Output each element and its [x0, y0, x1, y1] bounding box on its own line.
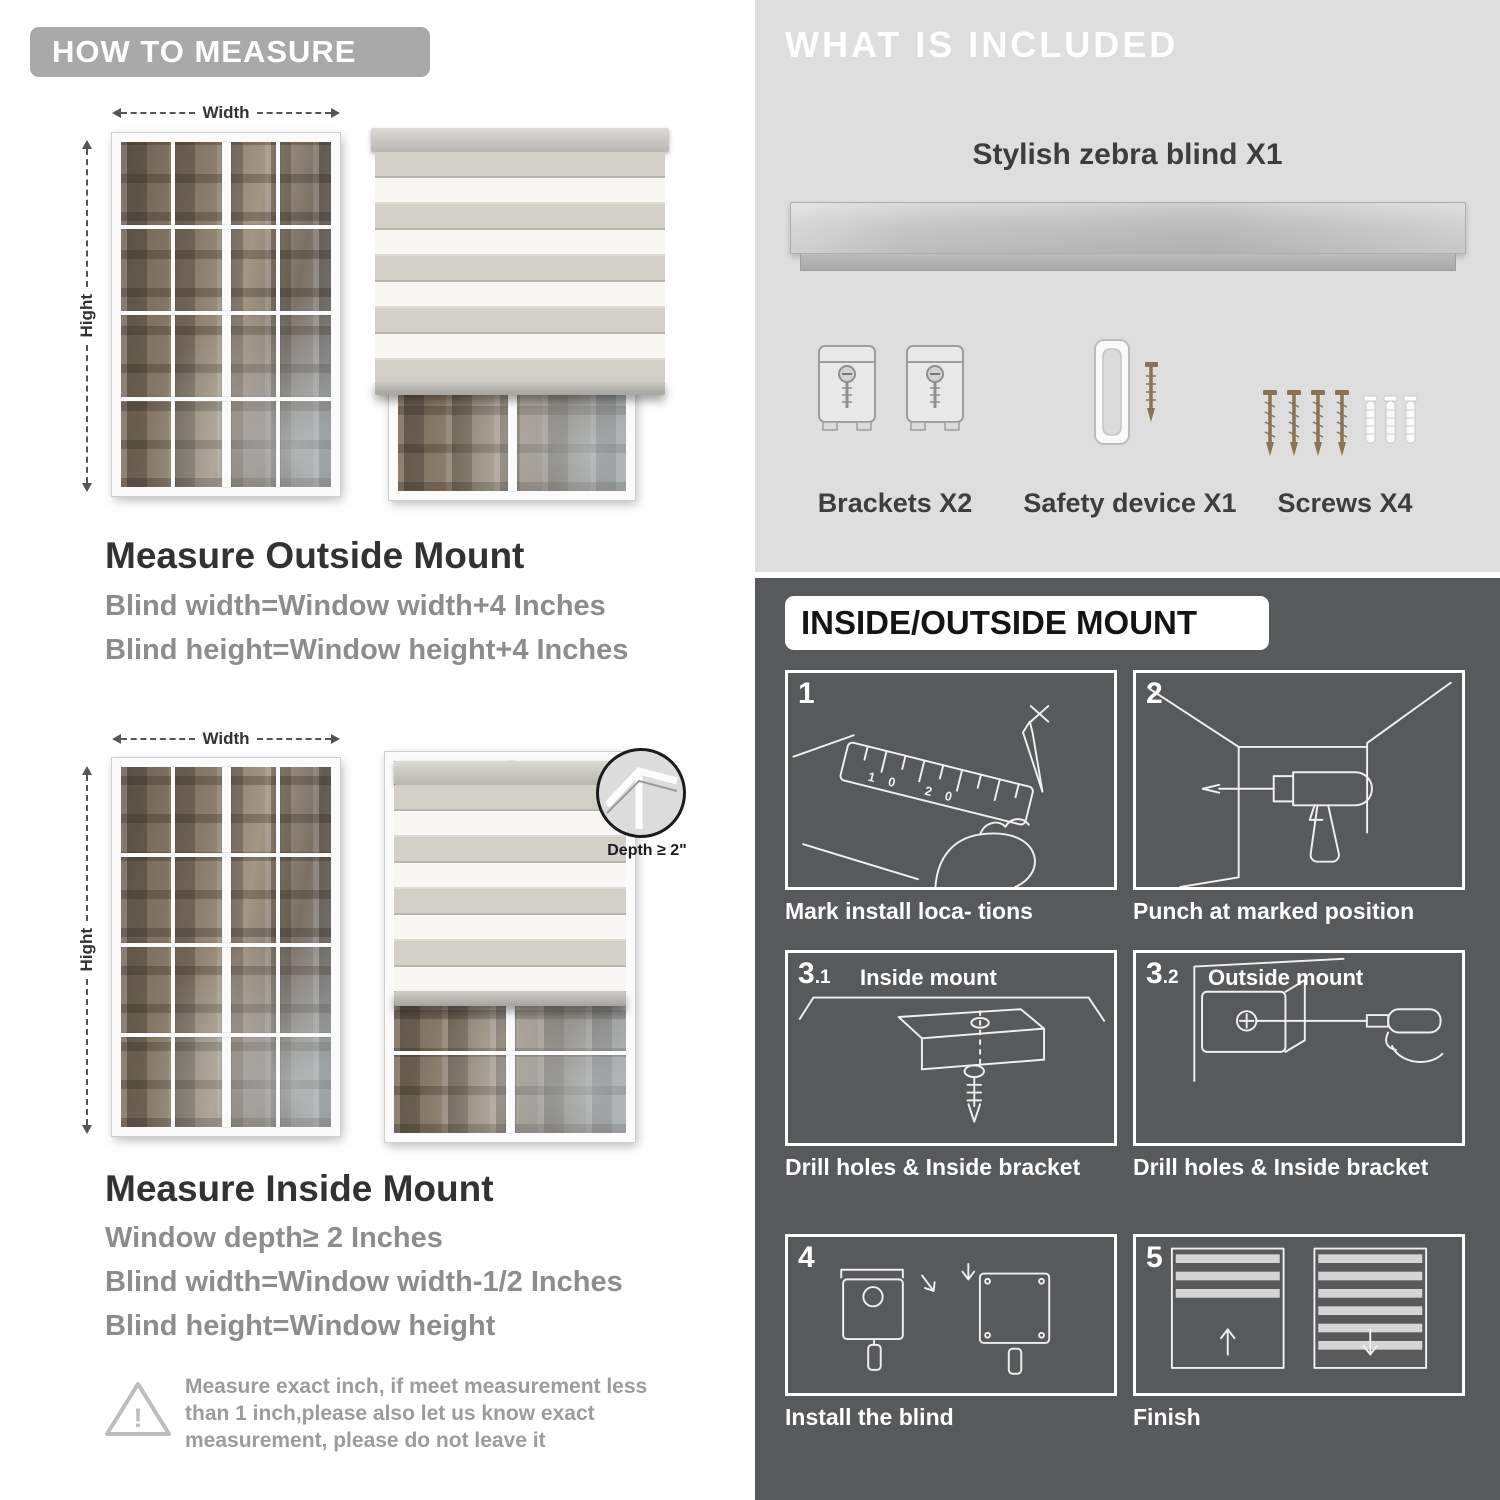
height-label: Hight: [77, 921, 97, 979]
width-arrow-inside: Width: [112, 729, 340, 749]
outside-rule-2: Blind height=Window height+4 Inches: [105, 634, 629, 666]
step-3-1: 3.1 Inside mount Drill holes & Inside br…: [785, 950, 1117, 1181]
inside-bracket-art: [798, 996, 1106, 1123]
brackets-icon: [818, 345, 964, 431]
included-title: WHAT IS INCLUDED: [785, 24, 1179, 65]
blind-bottomrail: [375, 380, 665, 395]
outside-bracket-art: [1193, 957, 1444, 1082]
outside-rule-1: Blind width=Window width+4 Inches: [105, 590, 606, 622]
height-arrow-outside: Hight: [77, 140, 97, 492]
step-3-1-label: Inside mount: [860, 965, 997, 990]
measure-note: Measure exact inch, if meet measurement …: [185, 1375, 648, 1452]
blind-illustration-inside: [384, 751, 636, 1143]
blind-headrail: [371, 128, 669, 152]
step-1-caption: Mark install loca- tions: [785, 898, 1033, 924]
mount-panel: INSIDE/OUTSIDE MOUNT 1 10 20: [755, 578, 1500, 1500]
zebra-blind-outside: [371, 128, 669, 395]
arrow-right-icon: [331, 108, 340, 118]
step-3-2: 3.2 Outside mount Drill holes & Inside b…: [1133, 950, 1465, 1181]
warning-icon: !: [105, 1382, 171, 1436]
height-arrow-inside: Hight: [77, 766, 97, 1134]
inside-mount-heading: Measure Inside Mount: [105, 1168, 494, 1209]
safety-device-icon: [1094, 339, 1158, 445]
arrow-up-icon: [82, 766, 92, 775]
step-3-1-caption: Drill holes & Inside bracket: [785, 1154, 1081, 1180]
step-3-1-panel: 3.1 Inside mount: [785, 950, 1117, 1146]
arrow-down-icon: [82, 483, 92, 492]
window-illustration-outside: [111, 132, 341, 497]
step-2-caption: Punch at marked position: [1133, 898, 1415, 924]
outside-mount-heading: Measure Outside Mount: [105, 535, 525, 576]
width-label: Width: [195, 103, 257, 123]
exclamation-mark: !: [134, 1403, 143, 1433]
step-3-2-panel: 3.2 Outside mount: [1133, 950, 1465, 1146]
inside-rule-2: Blind width=Window width-1/2 Inches: [105, 1266, 623, 1298]
inside-rule-1: Window depth≥ 2 Inches: [105, 1222, 443, 1254]
arrow-left-icon: [112, 108, 121, 118]
width-label: Width: [195, 729, 257, 749]
brackets-label: Brackets X2: [817, 488, 973, 518]
blind-slats: [375, 152, 665, 380]
mount-title: INSIDE/OUTSIDE MOUNT: [785, 596, 1269, 650]
step-5-panel: 5: [1133, 1234, 1465, 1396]
how-to-measure-title: HOW TO MEASURE: [30, 27, 430, 77]
zebra-blind-inside: [394, 761, 626, 1006]
depth-callout-circle: [596, 748, 686, 838]
screw-icon: [1263, 390, 1349, 456]
blind-illustration-outside: [371, 128, 669, 501]
screws-icon: [1263, 390, 1418, 456]
window-illustration-inside: [111, 757, 341, 1137]
anchor-icon: [1363, 395, 1418, 444]
step-3-2-label: Outside mount: [1208, 965, 1364, 990]
product-label: Stylish zebra blind X1: [972, 138, 1283, 171]
arrow-down-icon: [82, 1125, 92, 1134]
depth-label: Depth ≥ 2": [607, 842, 687, 859]
install-blind-art: [840, 1263, 1051, 1375]
step-3-2-caption: Drill holes & Inside bracket: [1133, 1154, 1429, 1180]
mount-title-label: INSIDE/OUTSIDE MOUNT: [801, 604, 1198, 641]
height-label: Hight: [77, 287, 97, 345]
step-2: 2 Punch at marked position: [1133, 670, 1465, 925]
drill-art: [1148, 681, 1452, 887]
step-2-panel: 2: [1133, 670, 1465, 890]
window-corner-detail: [604, 767, 678, 829]
inside-rule-3: Blind height=Window height: [105, 1310, 496, 1342]
step-4-caption: Install the blind: [785, 1404, 954, 1430]
mark-locations-art: 10 20: [792, 705, 1050, 887]
included-panel: WHAT IS INCLUDED Stylish zebra blind X1: [755, 0, 1500, 572]
arrow-up-icon: [82, 140, 92, 149]
headrail-illustration: [790, 202, 1466, 271]
how-to-measure-label: HOW TO MEASURE: [52, 34, 357, 69]
step-5: 5: [1133, 1234, 1465, 1431]
step-5-caption: Finish: [1133, 1404, 1201, 1430]
safety-device-label: Safety device X1: [1023, 488, 1237, 518]
ruler-marks: 10 20: [867, 770, 967, 808]
step-4: 4 Install the blind: [785, 1234, 1117, 1431]
step-1-panel: 1 10 20: [785, 670, 1117, 890]
screws-label: Screws X4: [1277, 488, 1413, 518]
arrow-left-icon: [112, 734, 121, 744]
step-4-panel: 4: [785, 1234, 1117, 1396]
step-1: 1 10 20 Mark install loca- tion: [785, 670, 1117, 925]
width-arrow-outside: Width: [112, 103, 340, 123]
arrow-right-icon: [331, 734, 340, 744]
finish-art: [1170, 1247, 1428, 1369]
